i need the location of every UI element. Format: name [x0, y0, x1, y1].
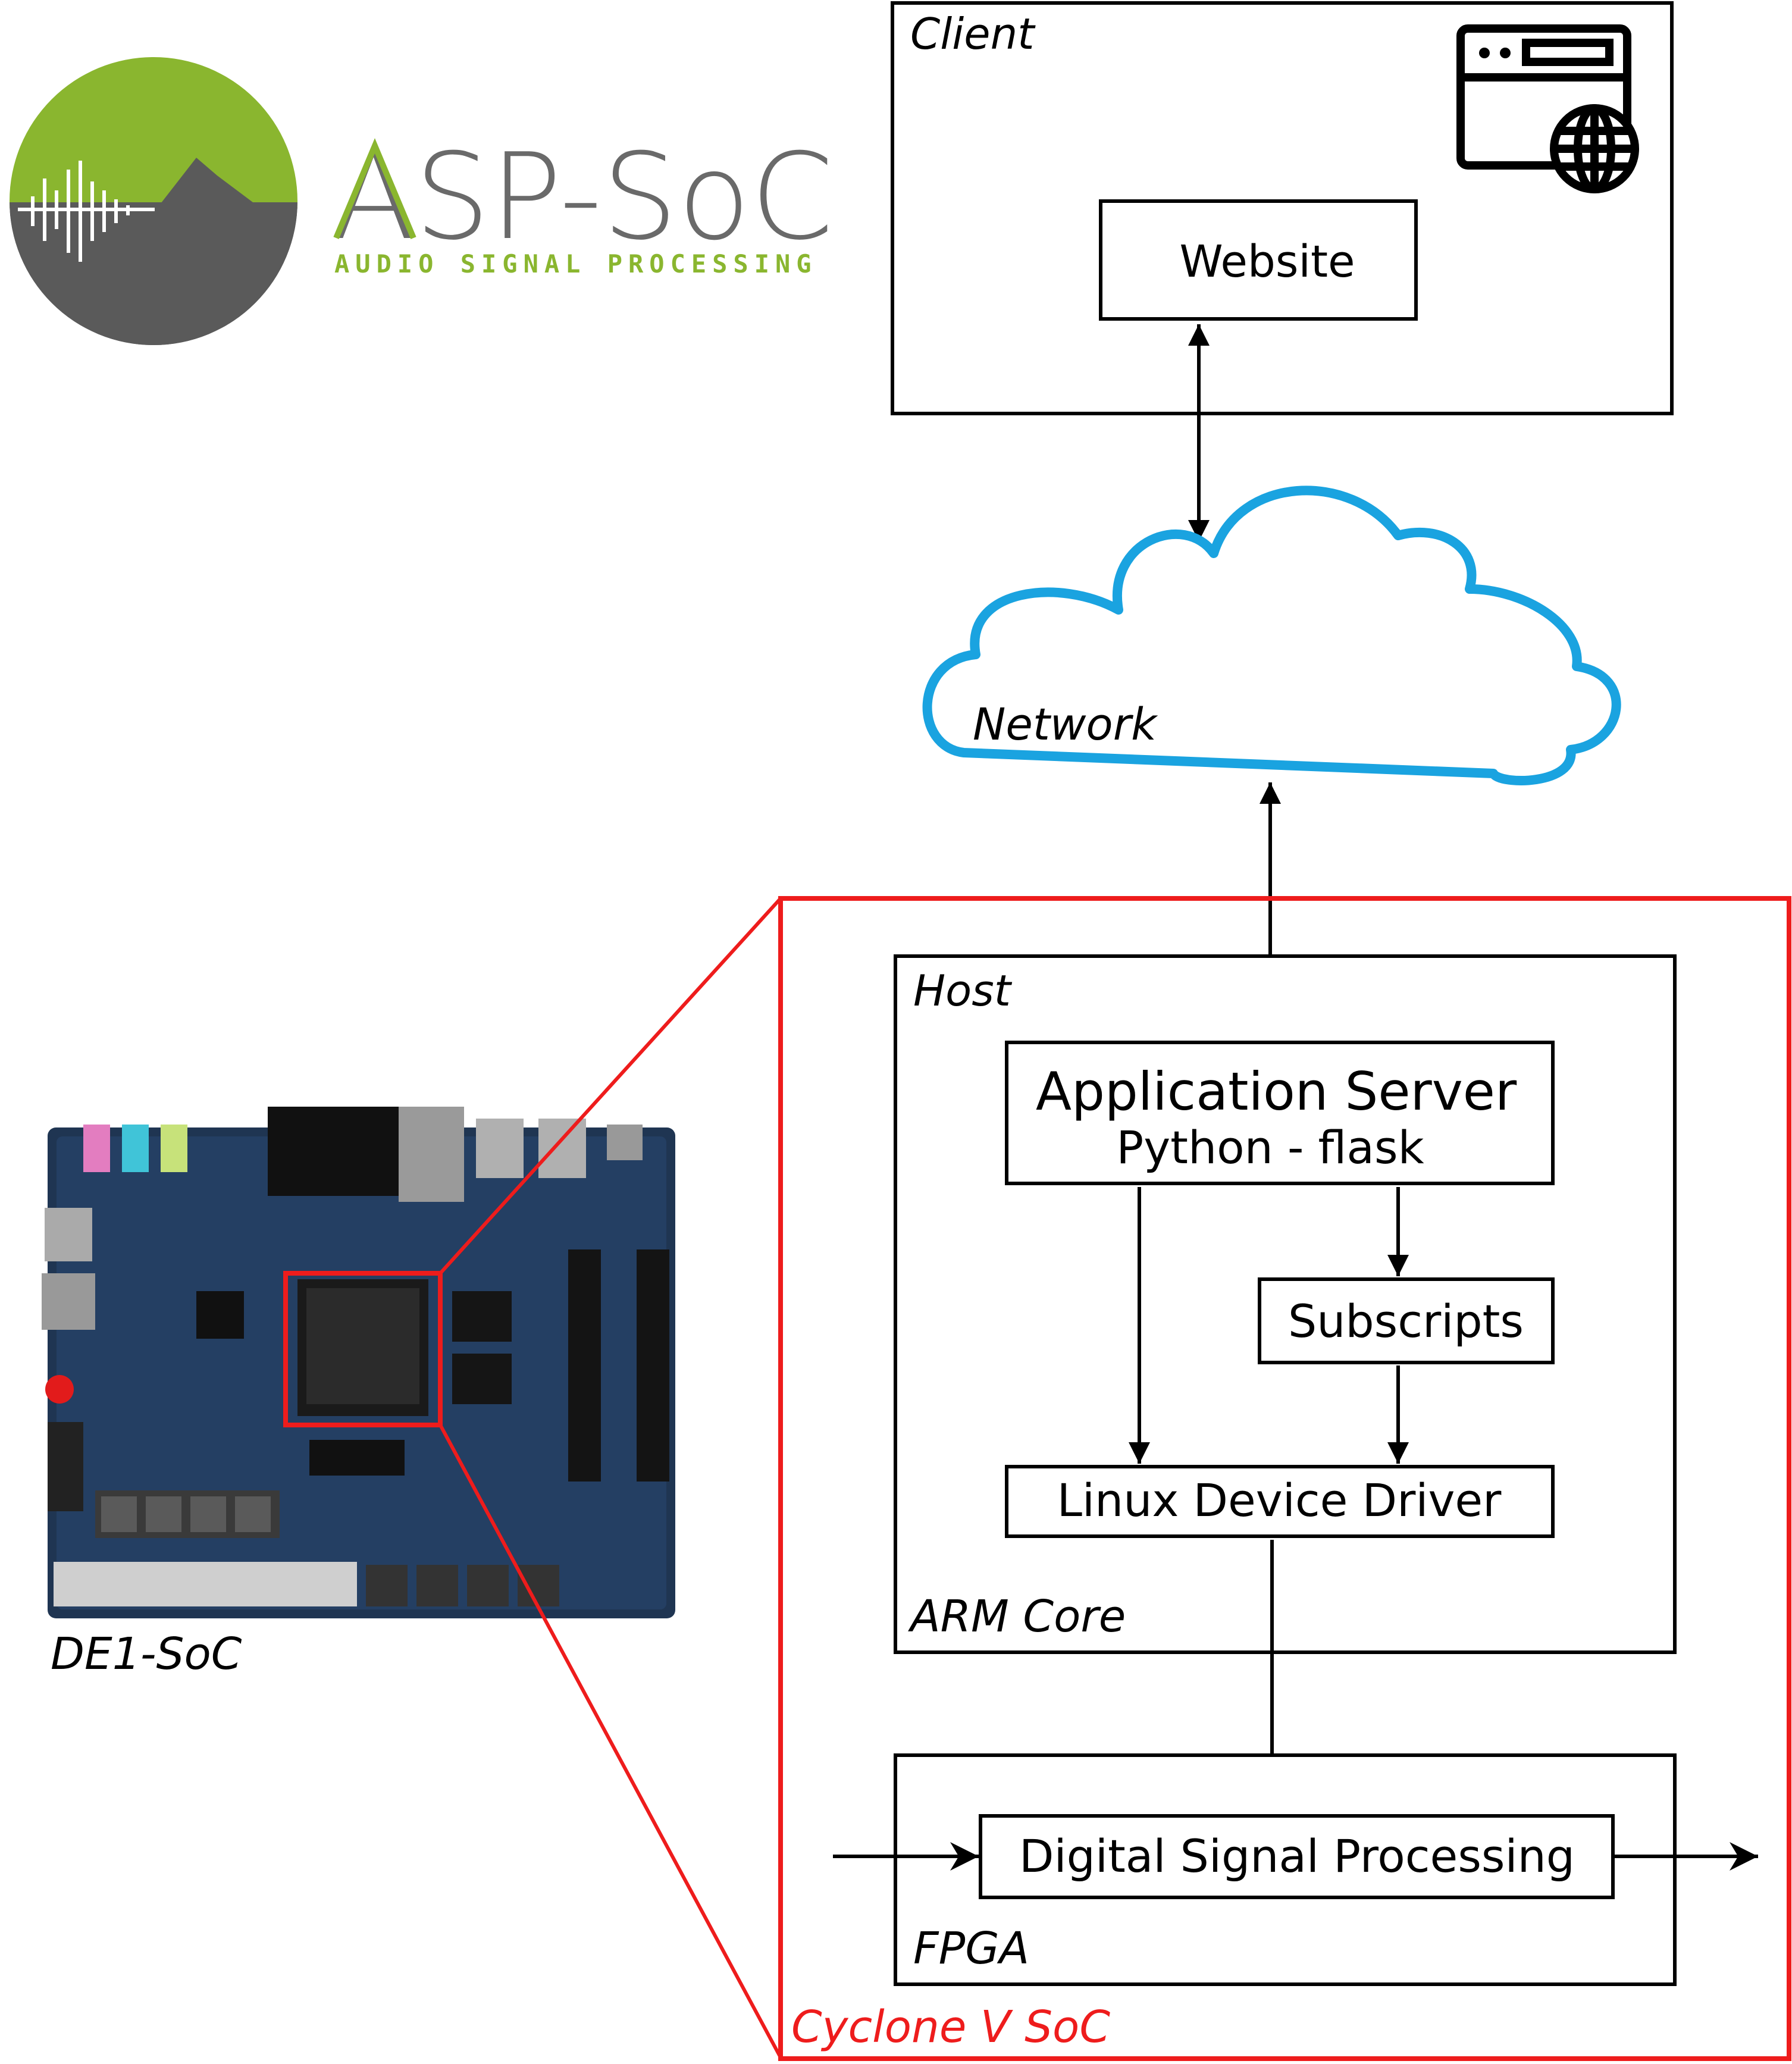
zoom-line-top	[438, 897, 782, 1275]
network-cloud: Network	[922, 486, 1621, 785]
client-label: Client	[910, 9, 1036, 59]
mountain-icon	[10, 158, 297, 345]
host-box: Host ARM Core Application Server Python …	[894, 954, 1677, 1654]
zoom-line-bottom	[438, 1424, 782, 2059]
app-server-subtitle: Python - flask	[1116, 1121, 1424, 1174]
logo-green-half	[10, 57, 297, 208]
client-box: Client Website	[891, 1, 1674, 415]
driver-box	[1005, 1465, 1555, 1538]
host-label: Host	[913, 966, 1013, 1016]
logo-title: ASP-SoC	[333, 128, 834, 267]
app-server-title: Application Server	[1036, 1061, 1517, 1122]
de1-soc-board-image	[42, 1107, 675, 1618]
app-server-box	[1005, 1041, 1555, 1185]
logo-a-accent	[333, 138, 416, 239]
soc-box	[778, 896, 1791, 2061]
arm-core-label: ARM Core	[908, 1591, 1126, 1642]
soc-label: Cyclone V SoC	[791, 2002, 1110, 2053]
dsp-box	[979, 1814, 1615, 1899]
network-label: Network	[973, 699, 1158, 750]
subscripts-box	[1258, 1277, 1555, 1364]
driver-label: Linux Device Driver	[1057, 1474, 1502, 1527]
waveform-icon	[18, 161, 155, 262]
asp-soc-logo: ASP-SoC AUDIO SIGNAL PROCESSING	[10, 57, 834, 345]
fpga-highlight-box	[283, 1271, 443, 1427]
board-label: DE1-SoC	[51, 1628, 242, 1680]
fpga-label: FPGA	[913, 1923, 1029, 1974]
cloud-icon	[922, 486, 1621, 785]
dsp-label: Digital Signal Processing	[1019, 1830, 1575, 1883]
website-box	[1099, 199, 1418, 321]
fpga-box: FPGA Digital Signal Processing	[894, 1753, 1677, 1986]
subscripts-label: Subscripts	[1288, 1295, 1524, 1348]
logo-subtitle: AUDIO SIGNAL PROCESSING	[334, 249, 817, 278]
browser-globe-icon	[1456, 24, 1639, 193]
website-label: Website	[1180, 236, 1355, 287]
